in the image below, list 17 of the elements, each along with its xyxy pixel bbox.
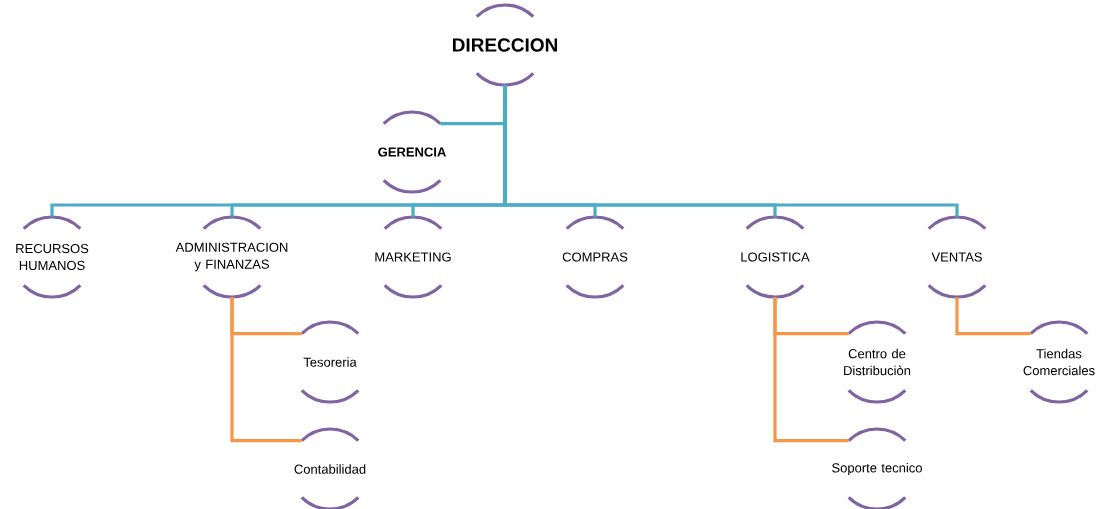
circle-node: DIRECCION	[452, 3, 557, 87]
circle-node: Soporte tecnico	[832, 427, 922, 509]
circle-node: VENTAS	[927, 215, 987, 299]
circle-node: GERENCIA	[378, 110, 446, 194]
connector-line	[230, 297, 302, 443]
circle-node: Centro de Distribuciòn	[844, 320, 911, 404]
circle-node: COMPRAS	[562, 215, 628, 299]
circle-node: Tiendas Comerciales	[1023, 320, 1095, 404]
circle-node: ADMINISTRACION y FINANZAS	[175, 215, 288, 299]
circle-node: Tesoreria	[300, 320, 360, 404]
circle-node: LOGISTICA	[741, 215, 810, 299]
circle-node: MARKETING	[375, 215, 451, 299]
connector-line	[503, 85, 959, 217]
circle-node: RECURSOS HUMANOS	[16, 215, 89, 299]
connector-line	[955, 297, 1031, 336]
connector-line	[773, 297, 849, 443]
circle-node: Contabilidad	[294, 427, 366, 509]
